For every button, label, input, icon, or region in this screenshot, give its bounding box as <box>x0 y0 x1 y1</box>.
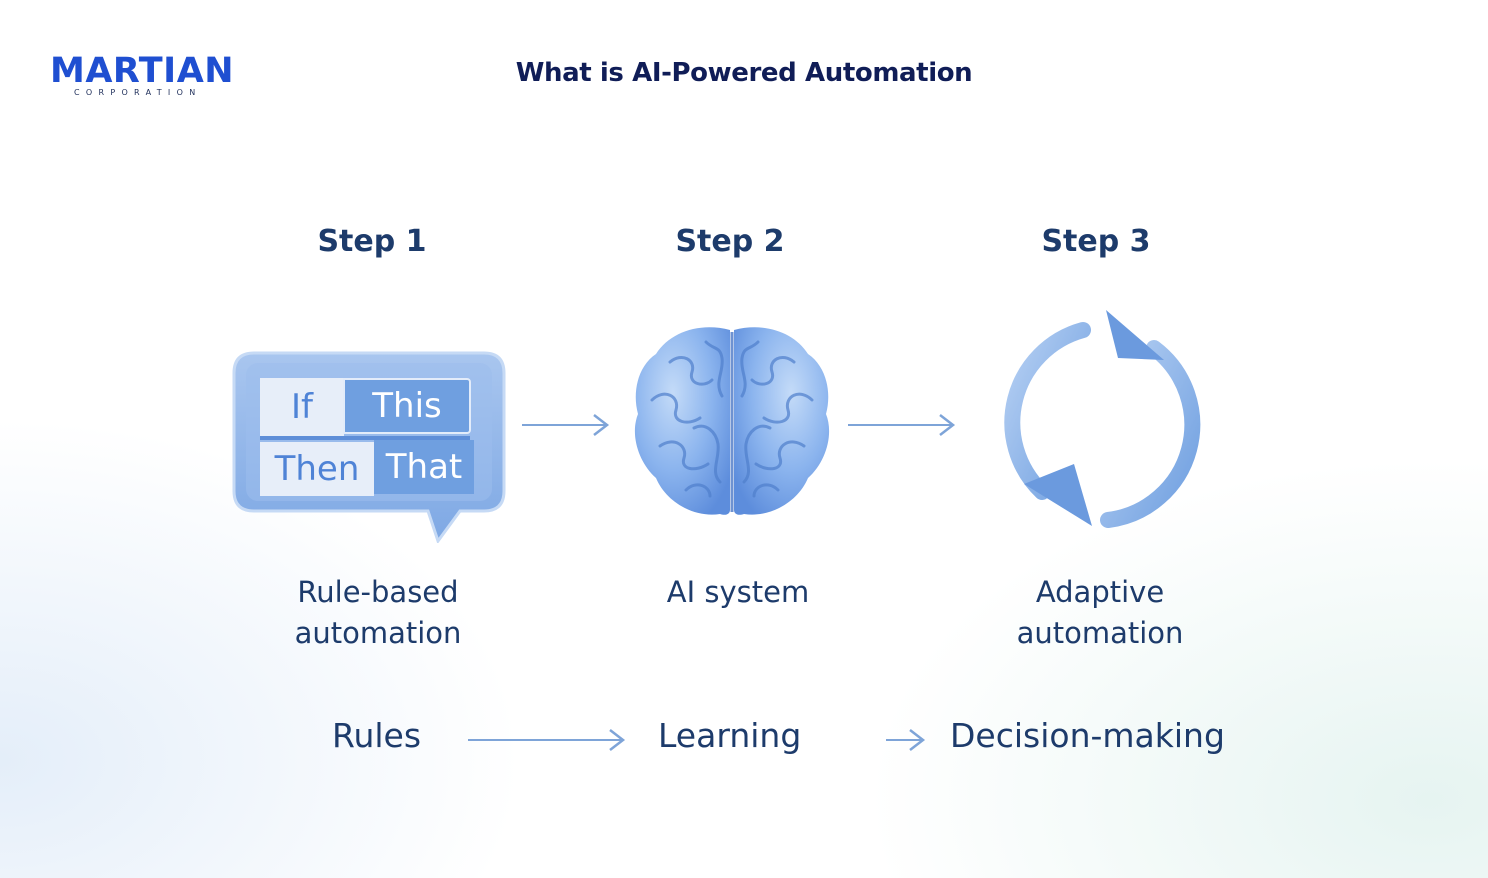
step-2-caption-line1: AI system <box>666 575 810 609</box>
arrow-right-icon <box>848 414 956 436</box>
step-1-caption: Rule-based automation <box>228 572 528 654</box>
step-3-caption-line2: automation <box>1016 616 1184 650</box>
arrow-right-icon <box>886 729 926 751</box>
cycle-arrows-icon <box>1004 310 1201 528</box>
then-cell: Then <box>260 442 374 496</box>
logo-subtitle: CORPORATION <box>74 88 202 97</box>
step-1-caption-line1: Rule-based <box>297 575 459 609</box>
step-3-label: Step 3 <box>1041 224 1151 259</box>
step-3-caption-line1: Adaptive <box>1035 575 1165 609</box>
that-cell: That <box>374 440 474 494</box>
page-title: What is AI-Powered Automation <box>515 58 973 88</box>
step-1-caption-line2: automation <box>294 616 462 650</box>
step-2-label: Step 2 <box>675 224 785 259</box>
flow-rules: Rules <box>332 716 422 755</box>
brain-icon <box>634 327 830 515</box>
step-1-label: Step 1 <box>317 224 427 259</box>
step-3-caption: Adaptive automation <box>950 572 1250 654</box>
company-logo[interactable]: MARTIAN CORPORATION <box>50 52 250 102</box>
arrow-right-icon <box>468 729 626 751</box>
flow-learning: Learning <box>658 716 802 755</box>
this-cell: This <box>343 378 471 434</box>
rule-divider <box>260 436 470 440</box>
logo-wordmark: MARTIAN <box>50 51 235 91</box>
arrow-right-icon <box>522 414 610 436</box>
step-2-caption: AI system <box>588 572 888 613</box>
if-then-chat-icon: If This Then That <box>232 351 506 543</box>
flow-decision-making: Decision-making <box>950 716 1225 755</box>
if-cell: If <box>260 378 344 436</box>
